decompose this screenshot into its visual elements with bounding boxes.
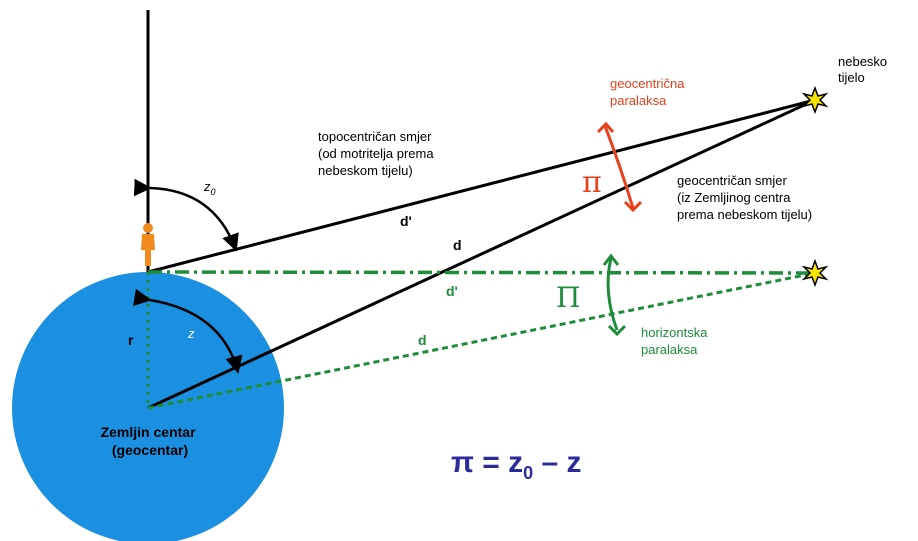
geocentric-parallax-label: geocentrična paralaksa: [610, 76, 688, 108]
z0-arc: [133, 178, 239, 252]
geocentric-parallax-arc: [603, 125, 635, 209]
star-icon: [801, 258, 829, 288]
horizontal-parallax-tick-bottom: [607, 324, 627, 337]
geocentric-parallax-tick-bottom: [623, 200, 643, 213]
d-prime-lower-label: d': [446, 283, 458, 299]
z-arc: [133, 288, 243, 374]
d-lower-label: d: [418, 332, 427, 348]
topocentric-line: [147, 98, 816, 274]
horizontal-parallax-tick-top: [602, 253, 620, 266]
star-icon: [801, 85, 829, 115]
horizontal-parallax-arc: [606, 257, 619, 331]
horizontal-parallax-label: horizontska paralaksa: [641, 325, 711, 357]
parallax-equation: π = z0 – z: [451, 446, 582, 483]
observer-icon: [141, 223, 155, 266]
d-upper-label: d: [453, 237, 462, 253]
earth-center-label: Zemljin centar (geocentar): [101, 424, 200, 458]
topocentric-direction-label: topocentričan smjer (od motritelja prema…: [318, 129, 437, 178]
geocentric-line: [147, 98, 816, 410]
geocentric-direction-label: geocentričan smjer (iz Zemljinog centra …: [677, 173, 812, 222]
d-prime-upper-label: d': [400, 213, 412, 229]
celestial-body-label: nebesko tijelo: [838, 54, 891, 85]
horizontal-line: [147, 270, 816, 275]
pi-symbol: π: [582, 165, 602, 200]
big-pi-symbol: Π: [556, 281, 580, 314]
z-label: z: [187, 326, 195, 341]
r-label: r: [128, 332, 134, 348]
horizon-geocentric-line: [147, 271, 816, 410]
geocentric-parallax-tick-top: [596, 121, 615, 134]
z0-label: z0: [203, 179, 216, 197]
